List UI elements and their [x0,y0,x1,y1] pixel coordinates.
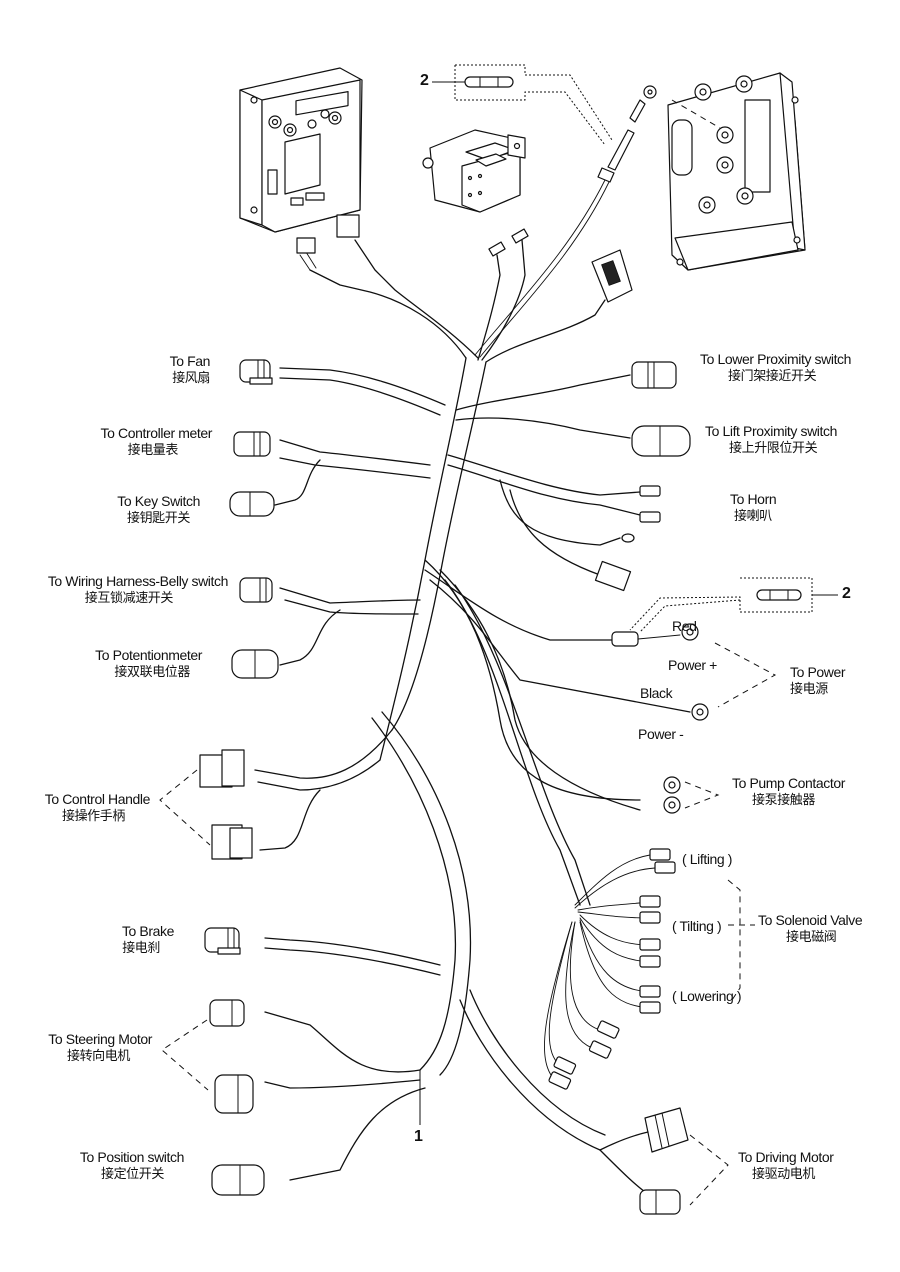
connector-lower-proximity-icon [631,361,677,389]
harness-trunk [254,214,691,1196]
power-terminals-icon [611,623,709,721]
connector-position-switch-icon [211,1164,265,1196]
connector-lift-proximity-icon [631,425,691,457]
power-bracket [714,642,777,708]
pump-contactor-bracket [684,781,720,809]
horn-terminals-icon [594,485,661,592]
connector-control-handle-icon [199,749,253,860]
fuse-callout-number: 2 [842,585,851,602]
connector-brake-icon [204,927,241,955]
connector-controller-meter-icon [233,431,271,457]
driving-motor-bracket [689,1134,729,1206]
solenoid-bracket [727,879,755,1001]
connector-key-switch-icon [229,491,275,517]
fuse-callout-top [432,64,657,358]
connector-belly-switch-icon [239,577,273,603]
pump-contactor-terminals-icon [663,776,681,814]
connector-icon [296,237,316,254]
steering-motor-bracket [161,1019,209,1091]
motor-controller-icon [667,72,806,271]
wire-label-power-minus: Power - [638,726,684,742]
meter-module-icon [239,67,363,233]
wire-label-red: Red [672,618,697,634]
spade-terminal-icon [488,241,506,257]
contactor-icon [422,129,526,213]
harness-callout-number: 1 [414,1128,423,1145]
connector-fan-icon [239,359,273,385]
fuse-icon [756,589,802,601]
spade-terminal-icon [511,228,529,244]
connector-driving-motor-icon [599,1107,689,1215]
solenoid-group-tilting: ( Tilting ) [672,918,722,934]
connector-icon [336,214,360,238]
connector-potentiometer-icon [231,649,279,679]
fuse-callout-right [629,577,838,633]
wire-label-black: Black [640,685,673,701]
connector-steering-motor-icon [209,999,254,1114]
fuse-icon [464,76,514,88]
control-handle-bracket [159,769,211,846]
wire-label-power-plus: Power + [668,657,717,673]
solenoid-group-lowering: ( Lowering ) [672,988,742,1004]
fuse-callout-number: 2 [420,72,429,89]
solenoid-terminals-icon [544,848,676,1090]
solenoid-group-lifting: ( Lifting ) [682,851,733,867]
